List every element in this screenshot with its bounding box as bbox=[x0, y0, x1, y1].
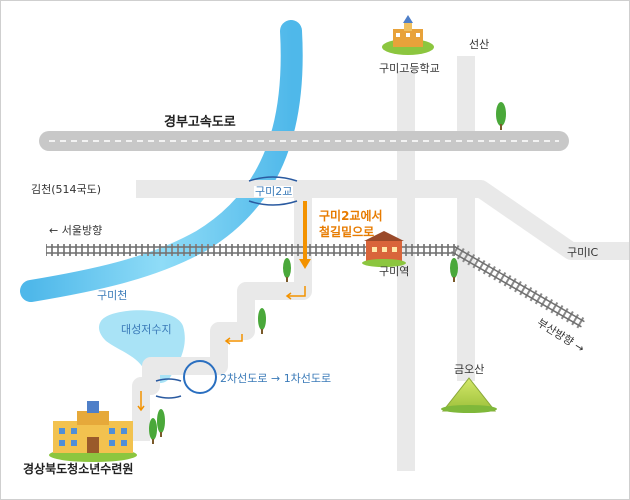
gumi-station-label: 구미역 bbox=[379, 265, 410, 278]
gumi-river-label: 구미천 bbox=[97, 289, 128, 302]
youth-center-label: 경상북도청소년수련원 bbox=[23, 462, 134, 476]
gimcheon-road-label: 김천(514국도) bbox=[31, 183, 102, 196]
route-arrows bbox=[137, 201, 311, 412]
lane-change-label: 2차선도로 → 1차선도로 bbox=[220, 372, 332, 385]
gumi-high-school-label: 구미고등학교 bbox=[379, 62, 440, 75]
route-note-line2: 철길밑으로 bbox=[319, 225, 375, 239]
mountain-icon bbox=[441, 377, 497, 413]
seoul-direction-label: ← 서울방향 bbox=[49, 224, 103, 237]
station-building-icon bbox=[362, 231, 406, 267]
school-building-icon bbox=[382, 15, 434, 55]
geumosan-label: 금오산 bbox=[454, 363, 485, 376]
expressway-label: 경부고속도로 bbox=[164, 115, 236, 130]
youth-center-building-icon bbox=[49, 401, 137, 462]
gumi2-bridge-label: 구미2교 bbox=[254, 185, 294, 198]
route-note-line1: 구미2교에서 bbox=[319, 209, 383, 223]
bridge-marks bbox=[155, 176, 298, 399]
seonsan-label: 선산 bbox=[469, 38, 490, 51]
lane-change-marker bbox=[183, 360, 217, 394]
gumi-ic-label: 구미IC bbox=[567, 246, 599, 259]
tree-icon bbox=[149, 102, 506, 444]
gumi-river bbox=[20, 20, 303, 302]
daeseong-reservoir-label: 대성저수지 bbox=[121, 323, 172, 336]
